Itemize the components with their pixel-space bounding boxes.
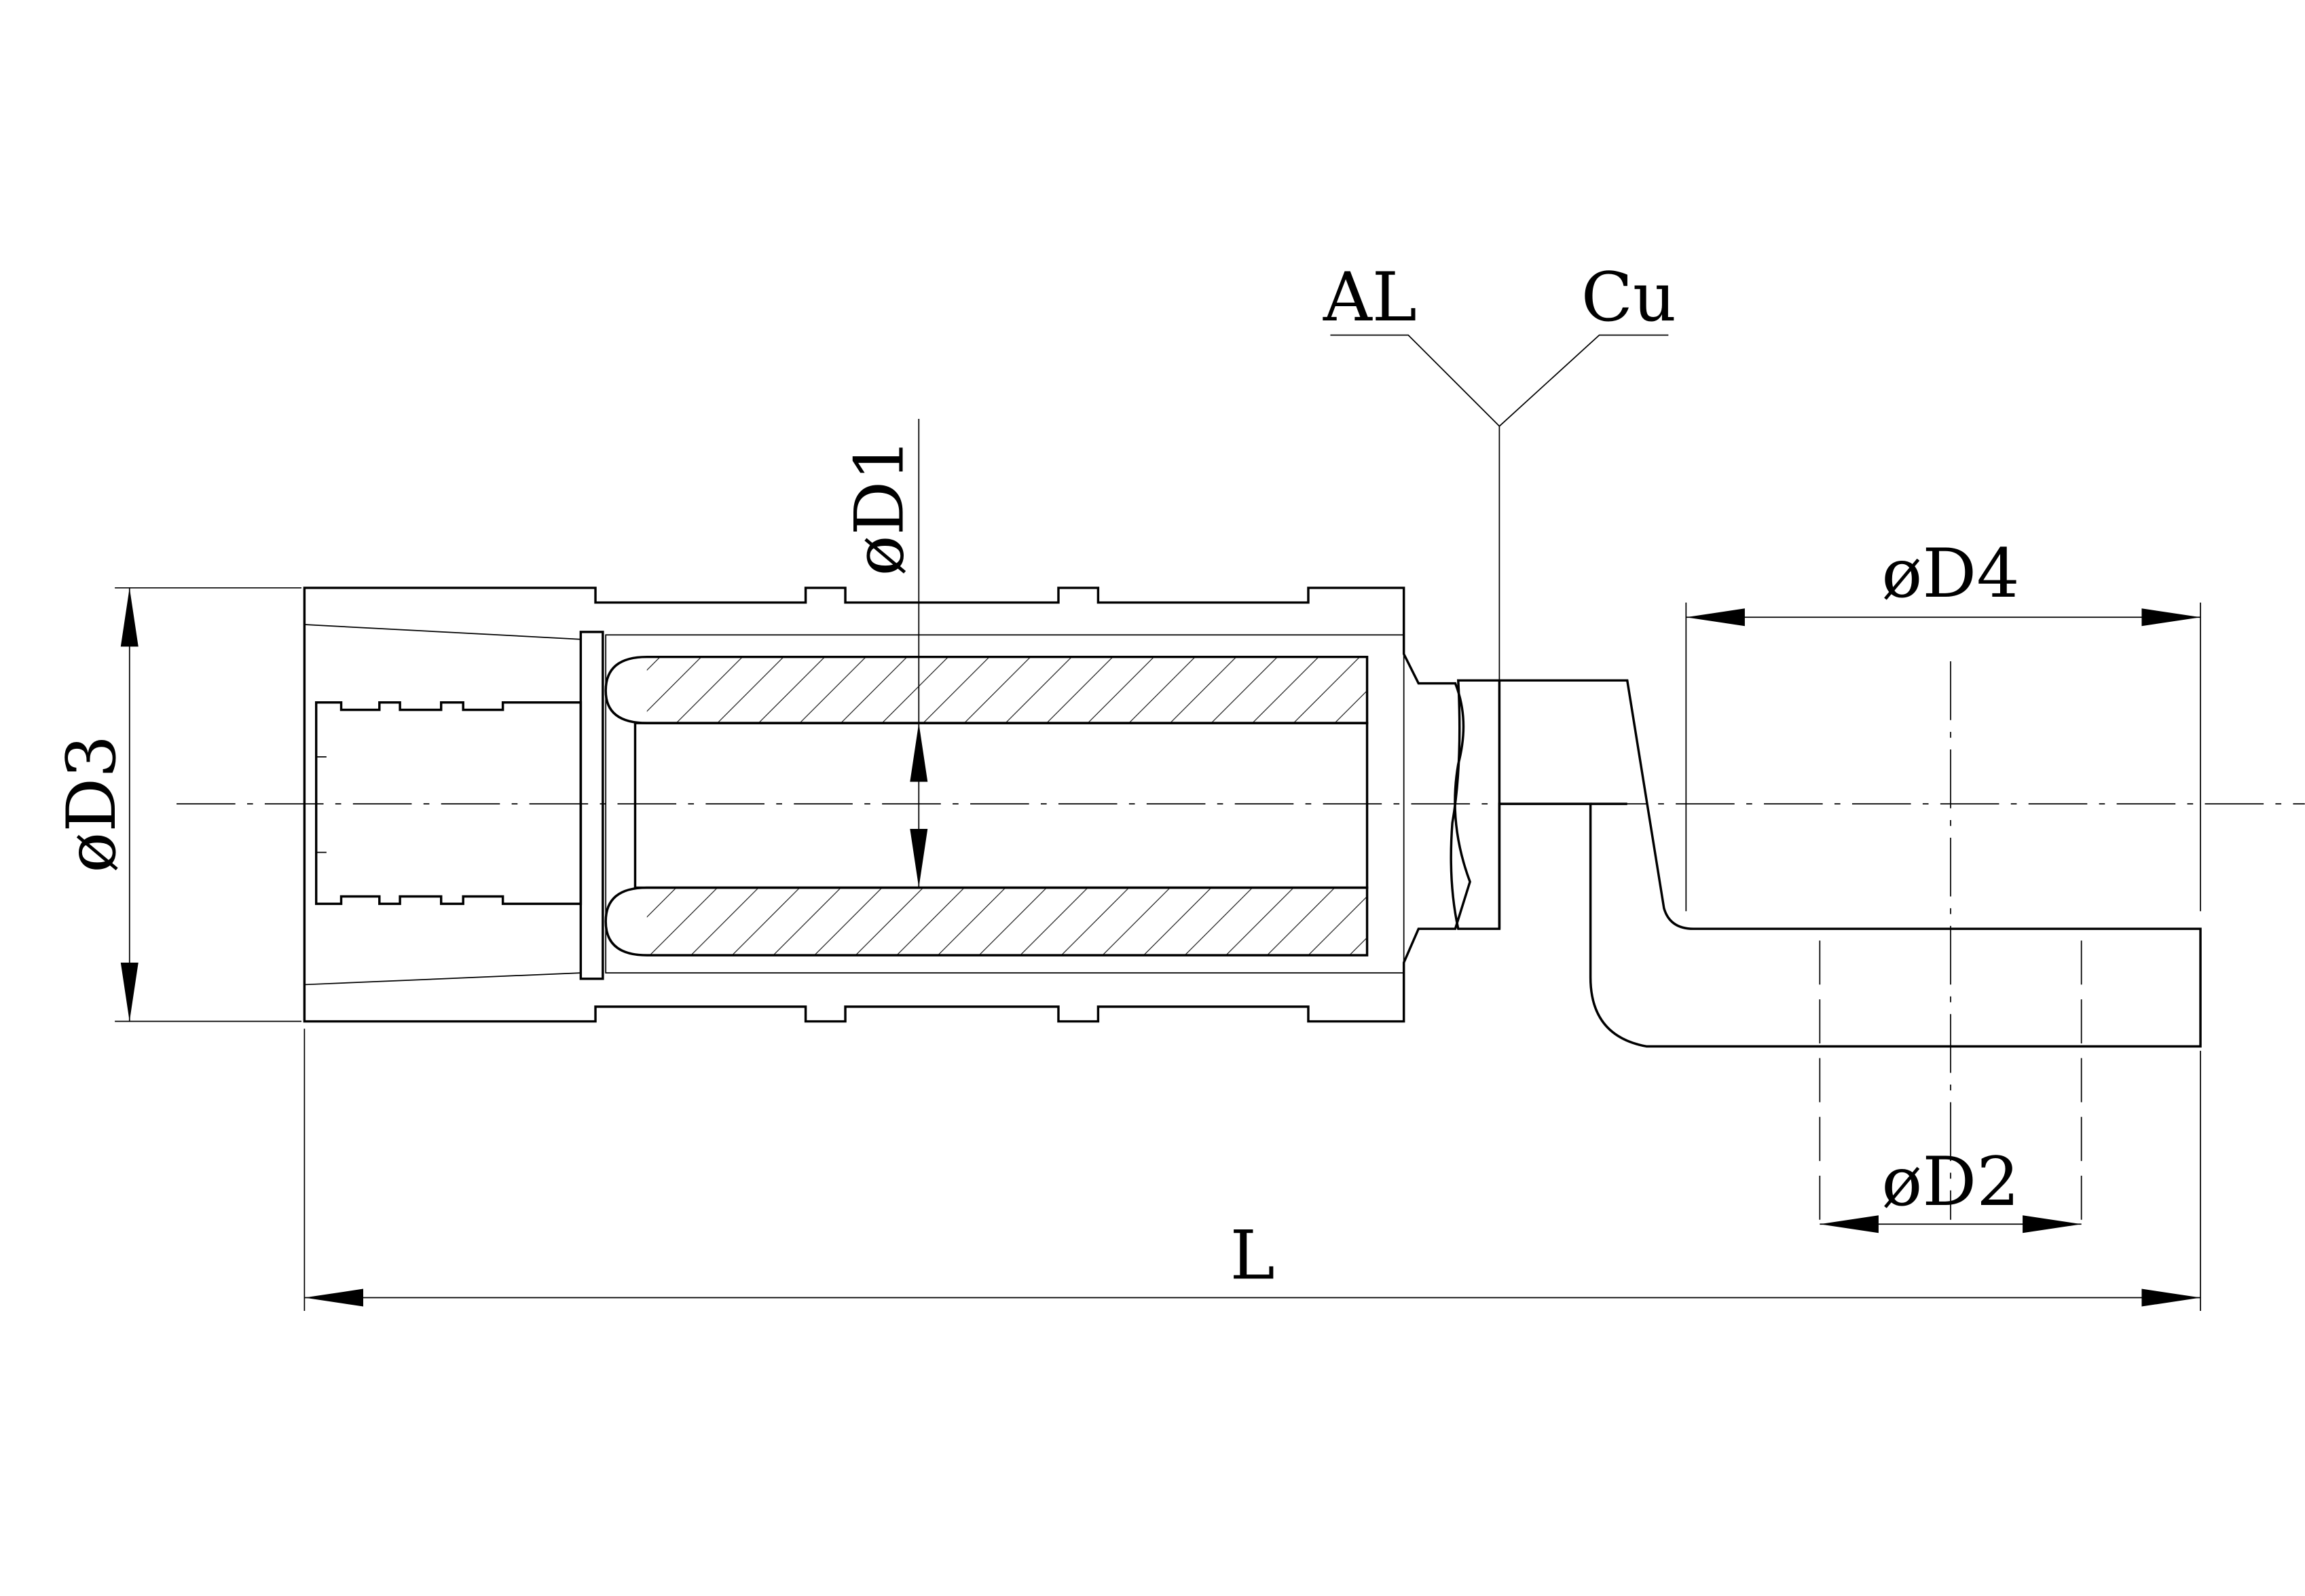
dimension-d3: øD3 bbox=[53, 587, 302, 1022]
dimension-length: L bbox=[303, 1028, 2201, 1312]
aluminium-barrel bbox=[303, 587, 1471, 1023]
socket-cavity bbox=[314, 701, 583, 906]
dimension-d1-label: øD1 bbox=[841, 438, 919, 576]
dimension-d4: øD4 bbox=[1685, 535, 2201, 912]
dimension-length-label: L bbox=[1230, 1217, 1275, 1295]
separator-plate bbox=[579, 631, 604, 980]
dimension-d1: øD1 bbox=[841, 418, 928, 888]
copper-lug bbox=[1450, 679, 2202, 1048]
dimension-d4-label: øD4 bbox=[1881, 535, 2019, 613]
material-al-label: AL bbox=[1323, 259, 1417, 337]
conductor-bore bbox=[633, 722, 1369, 889]
inner-sleeve bbox=[605, 634, 1405, 973]
material-leader: AL Cu bbox=[1323, 259, 1676, 681]
material-cu-label: Cu bbox=[1581, 259, 1676, 337]
dimension-d3-label: øD3 bbox=[53, 735, 131, 873]
dimension-d2: øD2 bbox=[1820, 1143, 2082, 1233]
dimension-d2-label: øD2 bbox=[1881, 1143, 2019, 1221]
